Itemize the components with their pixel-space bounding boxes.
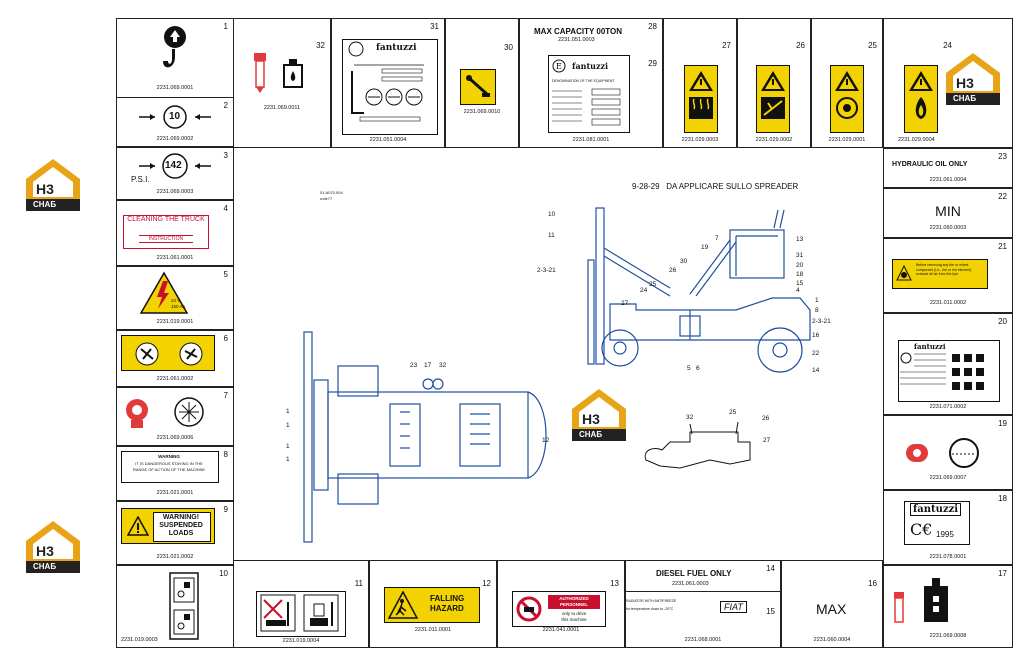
battery-disconnect-icon xyxy=(135,342,203,366)
ce-mark-icon: C€ xyxy=(910,520,933,539)
pressure-gauge-icon xyxy=(139,105,211,129)
hook-icon xyxy=(163,26,186,68)
tyre-warning-icon xyxy=(896,265,912,281)
label-cell-7: 7 2231.069.0006 xyxy=(116,387,234,446)
lubrication-chart xyxy=(900,352,984,390)
logo-text-bottom: СНАБ xyxy=(33,562,57,571)
label-cell-2: 2 10 2231.069.0002 xyxy=(116,97,234,147)
label-cell-30: 30 2231.069.0010 xyxy=(445,18,519,148)
label-cell-26: 26 2231.029.0002 xyxy=(737,18,811,148)
top-view-drawing xyxy=(303,331,547,543)
label-cell-11: 11 2231.019.0004 xyxy=(233,560,369,648)
label-cell-8: 8 WARNING IT IS DANGEROUS STAYING IN THE… xyxy=(116,446,234,501)
dipstick-icon xyxy=(466,75,490,97)
brand-logo xyxy=(26,159,80,211)
logo-text-top: H3 xyxy=(956,75,974,91)
logo-text-top: H3 xyxy=(582,411,600,427)
label-cell-17: 17 2231.069.0008 xyxy=(883,565,1013,648)
filter-cap-icon xyxy=(126,397,204,428)
label-cell-4: 4 CLEANING THE TRUCK INSTRUCTION 2231.06… xyxy=(116,200,234,266)
plate-lines xyxy=(552,88,621,126)
logo-text-bottom: СНАБ xyxy=(33,200,57,209)
label-cell-9: 9 WARNING! SUSPENDED LOADS 2231.021.0002 xyxy=(116,501,234,565)
label-cell-14: 14 15 DIESEL FUEL ONLY 2231.061.0003 RAD… xyxy=(625,560,782,648)
logo-text-bottom: СНАБ xyxy=(953,94,977,103)
brand-logo xyxy=(26,521,80,573)
no-entry-icon xyxy=(516,596,542,622)
label-cell-3: 3 142 P.S.I. 2231.069.0003 xyxy=(116,147,234,200)
label-cell-5: 5 24 V. 150 Ah. 2231.019.0001 xyxy=(116,266,234,330)
label-cell-20: 20 fantuzzi 2231.071.0002 xyxy=(883,313,1013,415)
label-cell-16: 16 MAX 2231.060.0004 xyxy=(781,560,883,648)
label-cell-10: 10 2231.019.0003 xyxy=(116,565,234,648)
electric-hazard-icon xyxy=(139,271,189,314)
filter-oil-icon xyxy=(254,53,303,93)
label-cell-28: 28 29 MAX CAPACITY 00TON 2231.051.0003 E… xyxy=(519,18,663,148)
engine-drawing xyxy=(644,421,751,469)
logo-text-top: H3 xyxy=(36,181,54,197)
side-view-drawing xyxy=(587,207,811,373)
label-cell-19: 19 2231.069.0007 xyxy=(883,415,1013,490)
label-cell-22: 22 MIN 2231.060.0003 xyxy=(883,188,1013,238)
crush-hazard-icon xyxy=(761,71,785,119)
pressure-gauge-icon xyxy=(139,153,211,179)
switch-panel-icon xyxy=(169,572,199,640)
diagram-header: 9-28-29 DA APPLICARE SULLO SPREADER xyxy=(632,182,799,191)
maintenance-diagram xyxy=(348,41,424,122)
fire-hazard-icon xyxy=(909,71,933,119)
hot-surface-icon xyxy=(689,71,713,119)
svg-text:E: E xyxy=(556,62,562,71)
label-cell-24: 24 H3 СНАБ 2231.029.0004 xyxy=(883,18,1013,148)
brand-logo xyxy=(572,389,626,441)
falling-hazard-icon xyxy=(388,591,418,619)
air-filter-icon xyxy=(906,438,979,468)
forklift-prohibited-icon xyxy=(260,594,339,632)
rotating-parts-icon xyxy=(835,71,859,119)
label-cell-31: 31 fantuzzi 2231.051.0004 xyxy=(331,18,445,148)
logo-text-bottom: СНАБ xyxy=(579,430,603,439)
label-cell-27: 27 2231.029.0003 xyxy=(663,18,737,148)
label-cell-13: 13 AUTHORIZED PERSONNEL only to drive th… xyxy=(497,560,625,648)
label-cell-6: 6 2231.061.0002 xyxy=(116,330,234,387)
label-cell-23: 23 HYDRAULIC OIL ONLY 2231.061.0004 xyxy=(883,148,1013,188)
label-cell-18: 18 fantuzzi C€ 1995 2231.078.0001 xyxy=(883,490,1013,565)
label-cell-21: 21 Before removing any tire or wheel com… xyxy=(883,238,1013,313)
warning-triangle-icon xyxy=(127,516,149,536)
fantuzzi-logo-icon: E xyxy=(552,59,566,73)
label-cell-12: 12 FALLING HAZARD 2231.011.0001 xyxy=(369,560,497,648)
fuel-filter-icon xyxy=(894,578,948,623)
label-cell-1: 1 2231.069.0001 xyxy=(116,18,234,98)
label-cell-25: 25 2231.029.0001 xyxy=(811,18,883,148)
brand-logo xyxy=(946,53,1000,105)
logo-text-top: H3 xyxy=(36,543,54,559)
label-cell-32: 32 2231.069.0011 xyxy=(233,18,331,148)
